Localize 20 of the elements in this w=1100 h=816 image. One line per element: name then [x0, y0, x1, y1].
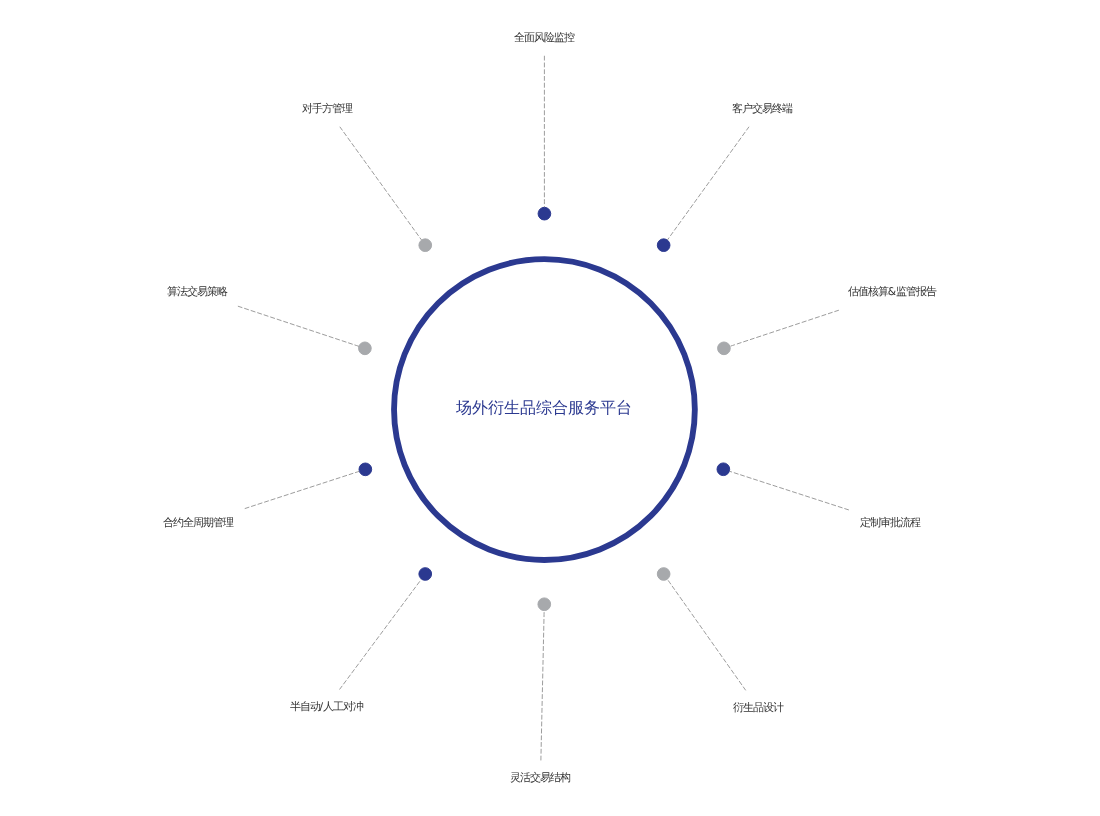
connector	[666, 578, 747, 691]
connector	[543, 55, 545, 208]
connector	[540, 610, 545, 761]
node-circle	[717, 341, 731, 356]
node-circle	[358, 462, 373, 477]
connector	[729, 309, 840, 347]
node-circle	[656, 567, 671, 581]
node-circle	[418, 567, 433, 581]
connector	[666, 126, 750, 241]
node-circle	[537, 206, 552, 221]
connector	[729, 470, 850, 511]
node-circle	[656, 238, 671, 252]
node-circle	[418, 238, 433, 252]
node-circle	[358, 341, 372, 356]
connector	[244, 470, 360, 510]
connector	[237, 305, 360, 347]
node-circle	[716, 462, 731, 477]
connector	[339, 578, 422, 690]
node-circle	[537, 597, 552, 612]
connector	[339, 126, 422, 241]
